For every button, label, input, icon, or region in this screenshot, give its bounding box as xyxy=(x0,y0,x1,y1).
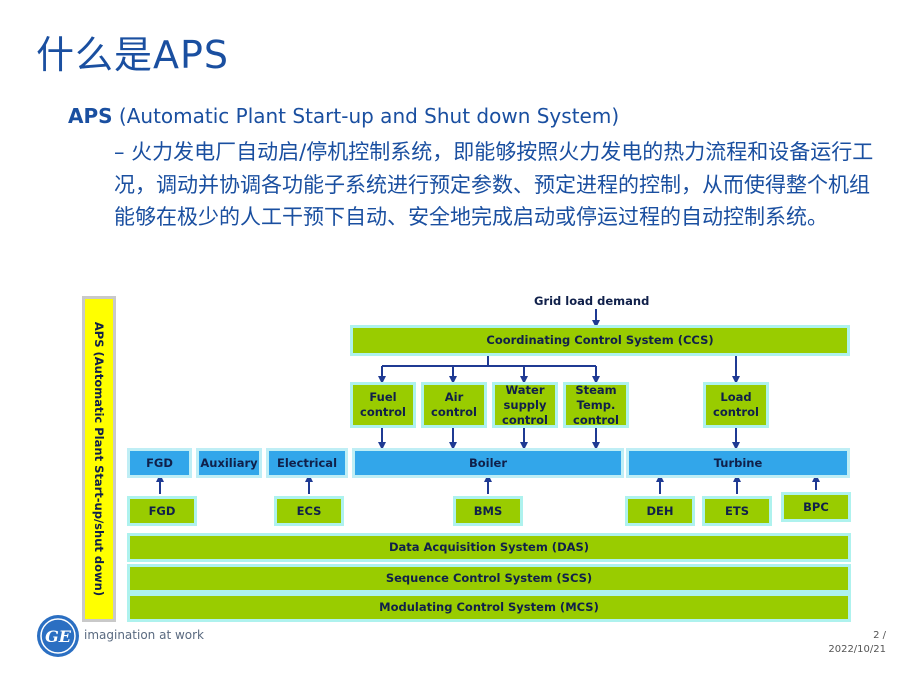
auxiliary-box: Auxiliary xyxy=(196,448,262,478)
ecs-box: ECS xyxy=(274,496,344,526)
grid-load-demand-label: Grid load demand xyxy=(534,294,650,308)
aps-vertical-box: APS (Automatic Plant Start-up/shut down) xyxy=(82,296,116,622)
deh-box: DEH xyxy=(625,496,695,526)
turbine-box: Turbine xyxy=(626,448,850,478)
page-number: 2 / xyxy=(873,630,886,641)
fuel-control-box: Fuel control xyxy=(350,382,416,428)
scs-box: Sequence Control System (SCS) xyxy=(127,564,851,593)
page-date: 2022/10/21 xyxy=(828,644,886,655)
steam-temp-control-box: Steam Temp. control xyxy=(563,382,629,428)
fgd-top-box: FGD xyxy=(127,448,192,478)
das-box: Data Acquisition System (DAS) xyxy=(127,533,851,562)
ge-logo-text: GE xyxy=(45,627,72,646)
ge-logo: GE xyxy=(36,614,80,658)
bullet-aps-bold: APS xyxy=(68,104,113,128)
load-control-box: Load control xyxy=(703,382,769,428)
bullet-aps-rest: (Automatic Plant Start-up and Shut down … xyxy=(112,104,620,128)
bms-box: BMS xyxy=(453,496,523,526)
water-supply-control-box: Water supply control xyxy=(492,382,558,428)
bullet-aps: APS (Automatic Plant Start-up and Shut d… xyxy=(68,104,619,128)
slide-title: 什么是APS xyxy=(36,33,230,77)
tagline: imagination at work xyxy=(84,628,204,642)
ets-box: ETS xyxy=(702,496,772,526)
bpc-box: BPC xyxy=(781,492,851,522)
ccs-box: Coordinating Control System (CCS) xyxy=(350,325,850,356)
mcs-box: Modulating Control System (MCS) xyxy=(127,593,851,622)
boiler-box: Boiler xyxy=(352,448,624,478)
sub-bullet-description: – 火力发电厂自动启/停机控制系统，即能够按照火力发电的热力流程和设备运行工况，… xyxy=(114,140,874,229)
electrical-box: Electrical xyxy=(266,448,348,478)
fgd-bottom-box: FGD xyxy=(127,496,197,526)
air-control-box: Air control xyxy=(421,382,487,428)
